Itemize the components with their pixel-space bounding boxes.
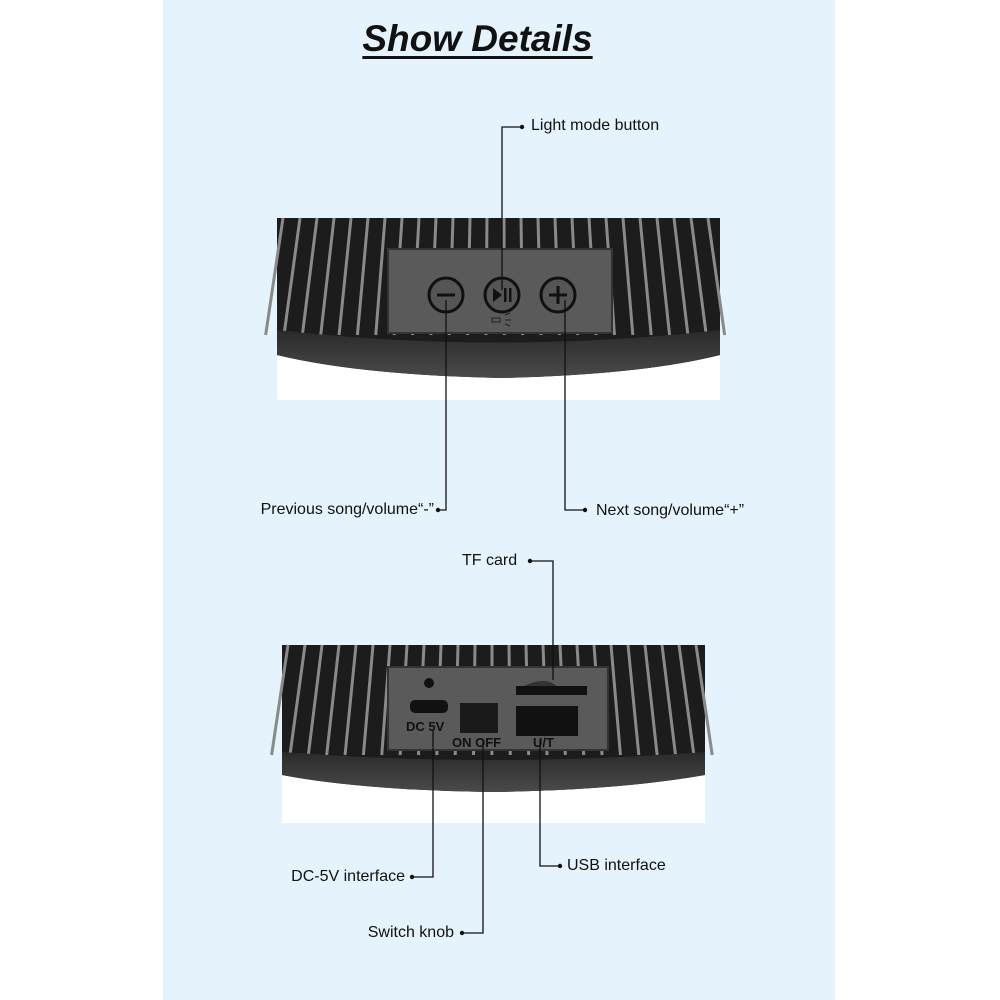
callout-next: Next song/volume“+” xyxy=(596,502,745,519)
vent-stripe xyxy=(643,644,659,756)
vent-stripe xyxy=(655,217,672,336)
dc-label: DC 5V xyxy=(406,719,445,734)
usb-label: U/T xyxy=(533,735,554,750)
page-title: Show Details xyxy=(362,18,593,59)
vent-stripe xyxy=(694,644,714,756)
switch-label: ON OFF xyxy=(452,735,501,750)
vent-stripe xyxy=(380,644,392,756)
vent-stripe xyxy=(638,217,653,336)
vent-stripe xyxy=(672,217,690,336)
callout-tf-card: TF card xyxy=(462,552,518,569)
vent-stripe xyxy=(355,217,370,336)
callout-lines xyxy=(412,126,585,934)
callout-dc: DC-5V interface xyxy=(291,868,405,885)
callout-usb: USB interface xyxy=(567,857,666,874)
callout-dots xyxy=(409,124,588,936)
vent-stripe xyxy=(337,217,353,336)
vent-stripe xyxy=(374,217,387,336)
vent-stripe xyxy=(689,217,708,336)
dc-port xyxy=(410,700,448,713)
callout-previous: Previous song/volume“-” xyxy=(260,501,434,518)
vent-stripe xyxy=(270,644,290,756)
vent-stripe xyxy=(300,217,319,336)
vent-stripe xyxy=(325,644,341,756)
vent-stripe xyxy=(343,644,358,756)
callout-light-mode: Light mode button xyxy=(531,117,660,134)
vent-stripe xyxy=(288,644,307,756)
vent-stripe xyxy=(282,217,302,336)
vent-stripe xyxy=(660,644,678,756)
vent-stripe xyxy=(706,217,727,336)
volume-up-button xyxy=(539,276,577,314)
callout-switch: Switch knob xyxy=(367,924,454,941)
vent-stripe xyxy=(609,644,622,756)
switch-knob xyxy=(460,703,498,733)
usb-port xyxy=(516,706,578,736)
tf-slot xyxy=(516,686,587,695)
vent-stripe xyxy=(319,217,336,336)
vent-stripe xyxy=(626,644,641,756)
vent-stripe xyxy=(677,644,696,756)
speaker-top-image xyxy=(264,217,727,400)
vent-stripe xyxy=(361,644,375,756)
vent-stripe xyxy=(264,217,285,336)
vent-stripe xyxy=(306,644,324,756)
flashlight-icon xyxy=(491,312,511,327)
background-panel xyxy=(163,0,835,1000)
vent-stripe xyxy=(621,217,635,336)
speaker-bottom-image: DC 5V ON OFF U/T xyxy=(270,644,714,823)
